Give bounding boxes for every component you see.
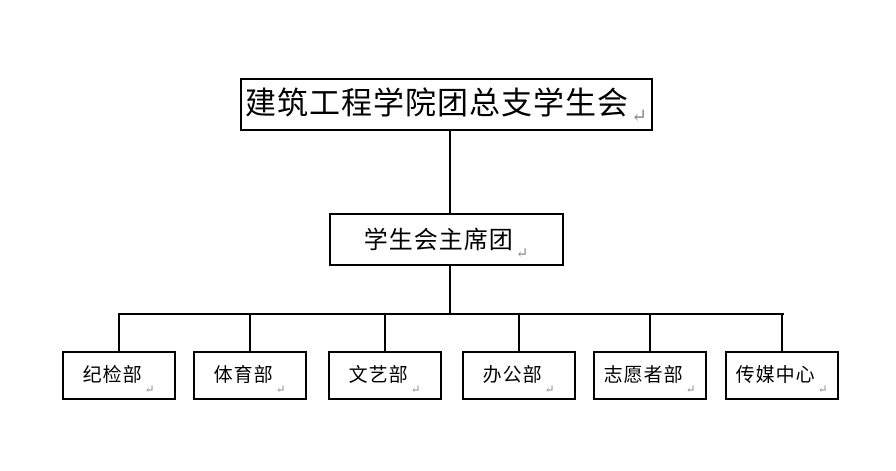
org-box-label: 文艺部 <box>348 364 409 386</box>
paragraph-mark-icon: ↵ <box>410 381 422 396</box>
connector-stub-media <box>781 313 783 351</box>
connector-horizontal-bus <box>118 313 784 315</box>
paragraph-mark-icon: ↵ <box>515 243 530 262</box>
connector-stub-volunteer <box>649 313 651 351</box>
org-box-presidium[interactable]: 学生会主席团 ↵ <box>329 213 564 266</box>
org-box-label: 纪检部 <box>82 364 143 386</box>
org-box-arts-dept[interactable]: 文艺部 ↵ <box>328 351 442 400</box>
org-box-label: 志愿者部 <box>603 364 684 386</box>
org-box-discipline-dept[interactable]: 纪检部 ↵ <box>62 351 176 400</box>
org-box-media-center[interactable]: 传媒中心 ↵ <box>725 351 839 400</box>
paragraph-mark-icon: ↵ <box>817 381 829 396</box>
paragraph-mark-icon: ↵ <box>275 381 287 396</box>
org-box-label: 体育部 <box>213 364 274 386</box>
org-box-sports-dept[interactable]: 体育部 ↵ <box>193 351 307 400</box>
paragraph-mark-icon: ↵ <box>144 381 156 396</box>
org-box-root-label: 建筑工程学院团总支学生会 <box>244 86 629 122</box>
org-box-office-dept[interactable]: 办公部 ↵ <box>462 351 576 400</box>
org-box-root[interactable]: 建筑工程学院团总支学生会 ↵ <box>240 78 653 131</box>
connector-stub-office <box>518 313 520 351</box>
connector-presidium-to-bus <box>449 266 451 315</box>
paragraph-mark-icon: ↵ <box>630 103 649 127</box>
org-box-presidium-label: 学生会主席团 <box>363 225 514 254</box>
org-box-volunteer-dept[interactable]: 志愿者部 ↵ <box>593 351 707 400</box>
connector-stub-sports <box>249 313 251 351</box>
connector-stub-arts <box>384 313 386 351</box>
connector-stub-discipline <box>118 313 120 351</box>
org-box-label: 办公部 <box>482 364 543 386</box>
paragraph-mark-icon: ↵ <box>685 381 697 396</box>
connector-root-to-presidium <box>449 131 451 213</box>
org-box-label: 传媒中心 <box>735 364 816 386</box>
paragraph-mark-icon: ↵ <box>544 381 556 396</box>
